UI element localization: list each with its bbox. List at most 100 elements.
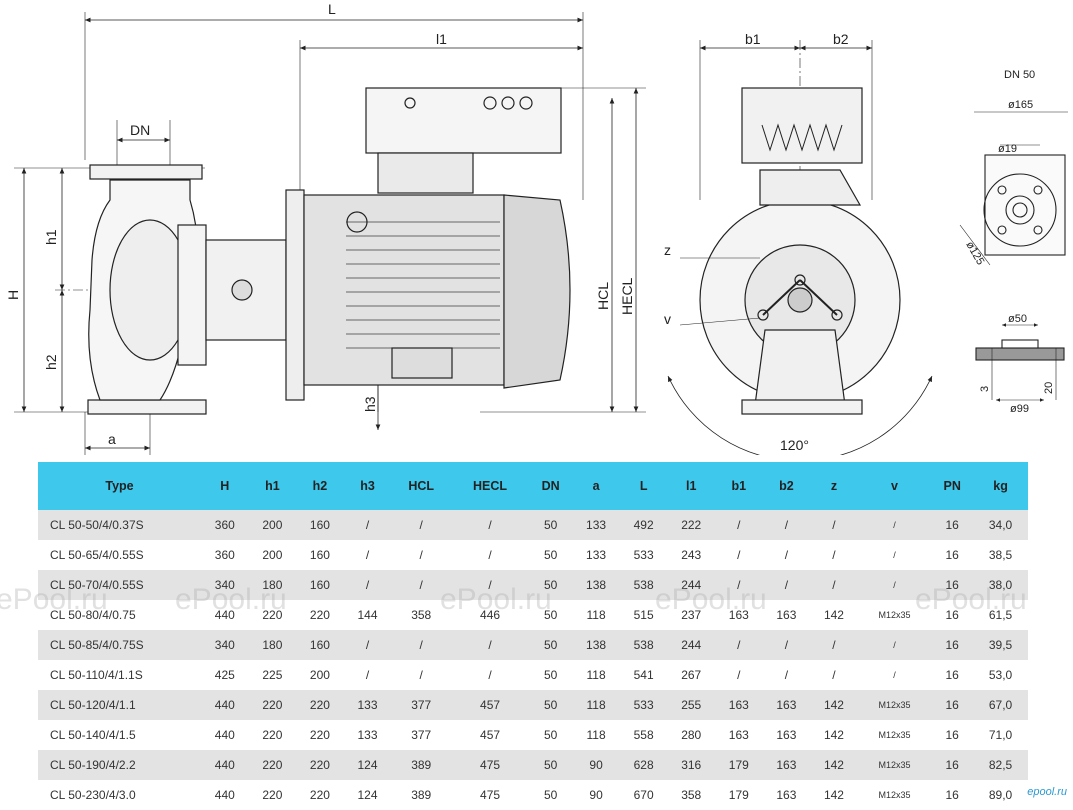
table-cell: 358 <box>391 600 452 630</box>
table-cell: 244 <box>667 570 716 600</box>
angle-label: 120° <box>780 437 809 453</box>
table-cell: 541 <box>619 660 668 690</box>
dim-l1-label: l1 <box>436 31 447 47</box>
table-cell: 50 <box>528 510 573 540</box>
type-cell: CL 50-120/4/1.1 <box>38 690 201 720</box>
column-header: b1 <box>715 462 763 510</box>
table-cell: 50 <box>528 720 573 750</box>
table-cell: 133 <box>572 510 620 540</box>
table-cell: 340 <box>201 570 249 600</box>
table-cell: 475 <box>451 750 529 780</box>
table-cell: / <box>391 630 452 660</box>
table-cell: 160 <box>296 540 344 570</box>
table-cell: 179 <box>715 750 763 780</box>
table-cell: 244 <box>667 630 716 660</box>
flange-t20: 20 <box>1043 382 1055 394</box>
column-header: h3 <box>343 462 392 510</box>
table-cell: 492 <box>619 510 668 540</box>
table-cell: 220 <box>296 690 344 720</box>
flange-d99: ø99 <box>1010 403 1029 415</box>
table-cell: 440 <box>201 720 249 750</box>
table-cell: 237 <box>667 600 716 630</box>
table-cell: M12x35 <box>857 690 932 720</box>
table-cell: 163 <box>715 690 763 720</box>
table-cell: / <box>857 630 932 660</box>
table-cell: 142 <box>810 600 858 630</box>
table-cell: 180 <box>248 630 297 660</box>
table-cell: 118 <box>572 600 620 630</box>
table-cell: 628 <box>619 750 668 780</box>
table-cell: 138 <box>572 630 620 660</box>
table-cell: 53,0 <box>973 660 1028 690</box>
table-cell: 16 <box>931 570 974 600</box>
table-cell: 670 <box>619 780 668 810</box>
table-cell: / <box>857 660 932 690</box>
table-cell: 457 <box>451 720 529 750</box>
table-cell: 142 <box>810 750 858 780</box>
table-cell: 163 <box>715 720 763 750</box>
table-cell: M12x35 <box>857 750 932 780</box>
type-cell: CL 50-70/4/0.55S <box>38 570 201 600</box>
table-cell: 457 <box>451 690 529 720</box>
table-cell: / <box>762 540 811 570</box>
table-cell: / <box>762 660 811 690</box>
table-cell: 118 <box>572 690 620 720</box>
front-view-labels: b1 b2 z v 120° <box>664 31 849 453</box>
table-cell: 160 <box>296 570 344 600</box>
column-header: b2 <box>762 462 811 510</box>
table-cell: M12x35 <box>857 600 932 630</box>
table-cell: 133 <box>343 720 392 750</box>
table-cell: 340 <box>201 630 249 660</box>
type-cell: CL 50-80/4/0.75 <box>38 600 201 630</box>
table-cell: 16 <box>931 540 974 570</box>
table-cell: 220 <box>248 690 297 720</box>
table-cell: 160 <box>296 630 344 660</box>
table-cell: 200 <box>248 510 297 540</box>
table-cell: 446 <box>451 600 529 630</box>
table-cell: / <box>451 540 529 570</box>
type-cell: CL 50-190/4/2.2 <box>38 750 201 780</box>
table-cell: / <box>343 660 392 690</box>
side-view-labels: L l1 DN H h1 h2 h3 HCL HECL a <box>5 1 635 447</box>
table-cell: 34,0 <box>973 510 1028 540</box>
front-view <box>667 40 933 455</box>
table-cell: 67,0 <box>973 690 1028 720</box>
column-header: PN <box>931 462 974 510</box>
table-cell: 163 <box>762 690 811 720</box>
table-cell: 124 <box>343 750 392 780</box>
table-cell: 222 <box>667 510 716 540</box>
table-cell: 220 <box>248 750 297 780</box>
column-header: HECL <box>451 462 529 510</box>
table-cell: / <box>451 510 529 540</box>
table-cell: 163 <box>762 750 811 780</box>
dim-L-label: L <box>328 1 336 17</box>
table-cell: 377 <box>391 720 452 750</box>
table-cell: 475 <box>451 780 529 810</box>
column-header: kg <box>973 462 1028 510</box>
table-cell: 133 <box>572 540 620 570</box>
dim-H-label: H <box>5 290 21 300</box>
dim-h3-label: h3 <box>362 396 378 412</box>
table-cell: 515 <box>619 600 668 630</box>
table-cell: 360 <box>201 540 249 570</box>
table-cell: / <box>810 540 858 570</box>
table-cell: / <box>343 510 392 540</box>
table-cell: 538 <box>619 630 668 660</box>
technical-drawing: L l1 DN H h1 h2 h3 HCL HECL a b1 b2 <box>5 1 1068 455</box>
table-cell: / <box>391 570 452 600</box>
column-header: Type <box>38 462 201 510</box>
table-cell: 61,5 <box>973 600 1028 630</box>
flange-d165: ø165 <box>1008 99 1033 111</box>
table-cell: 220 <box>296 720 344 750</box>
dim-a-label: a <box>108 431 116 447</box>
table-cell: / <box>810 630 858 660</box>
table-cell: / <box>762 570 811 600</box>
